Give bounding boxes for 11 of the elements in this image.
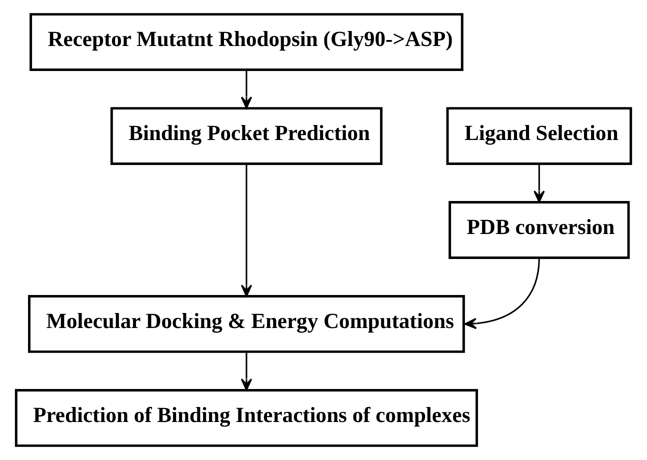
node-box: Binding Pocket Prediction: [110, 107, 382, 165]
arrow: [464, 258, 540, 330]
node-box: Ligand Selection: [446, 107, 632, 165]
arrow: [240, 352, 252, 391]
arrow: [534, 164, 545, 203]
node-box: Molecular Docking & Energy Computations: [28, 295, 465, 353]
node-box: Prediction of Binding Interactions of complexes: [14, 388, 478, 447]
arrow: [240, 70, 252, 109]
arrow: [240, 164, 252, 297]
node-box: PDB conversion: [448, 201, 630, 259]
node-box: Receptor Mutatnt Rhodopsin (Gly90->ASP): [30, 13, 464, 72]
